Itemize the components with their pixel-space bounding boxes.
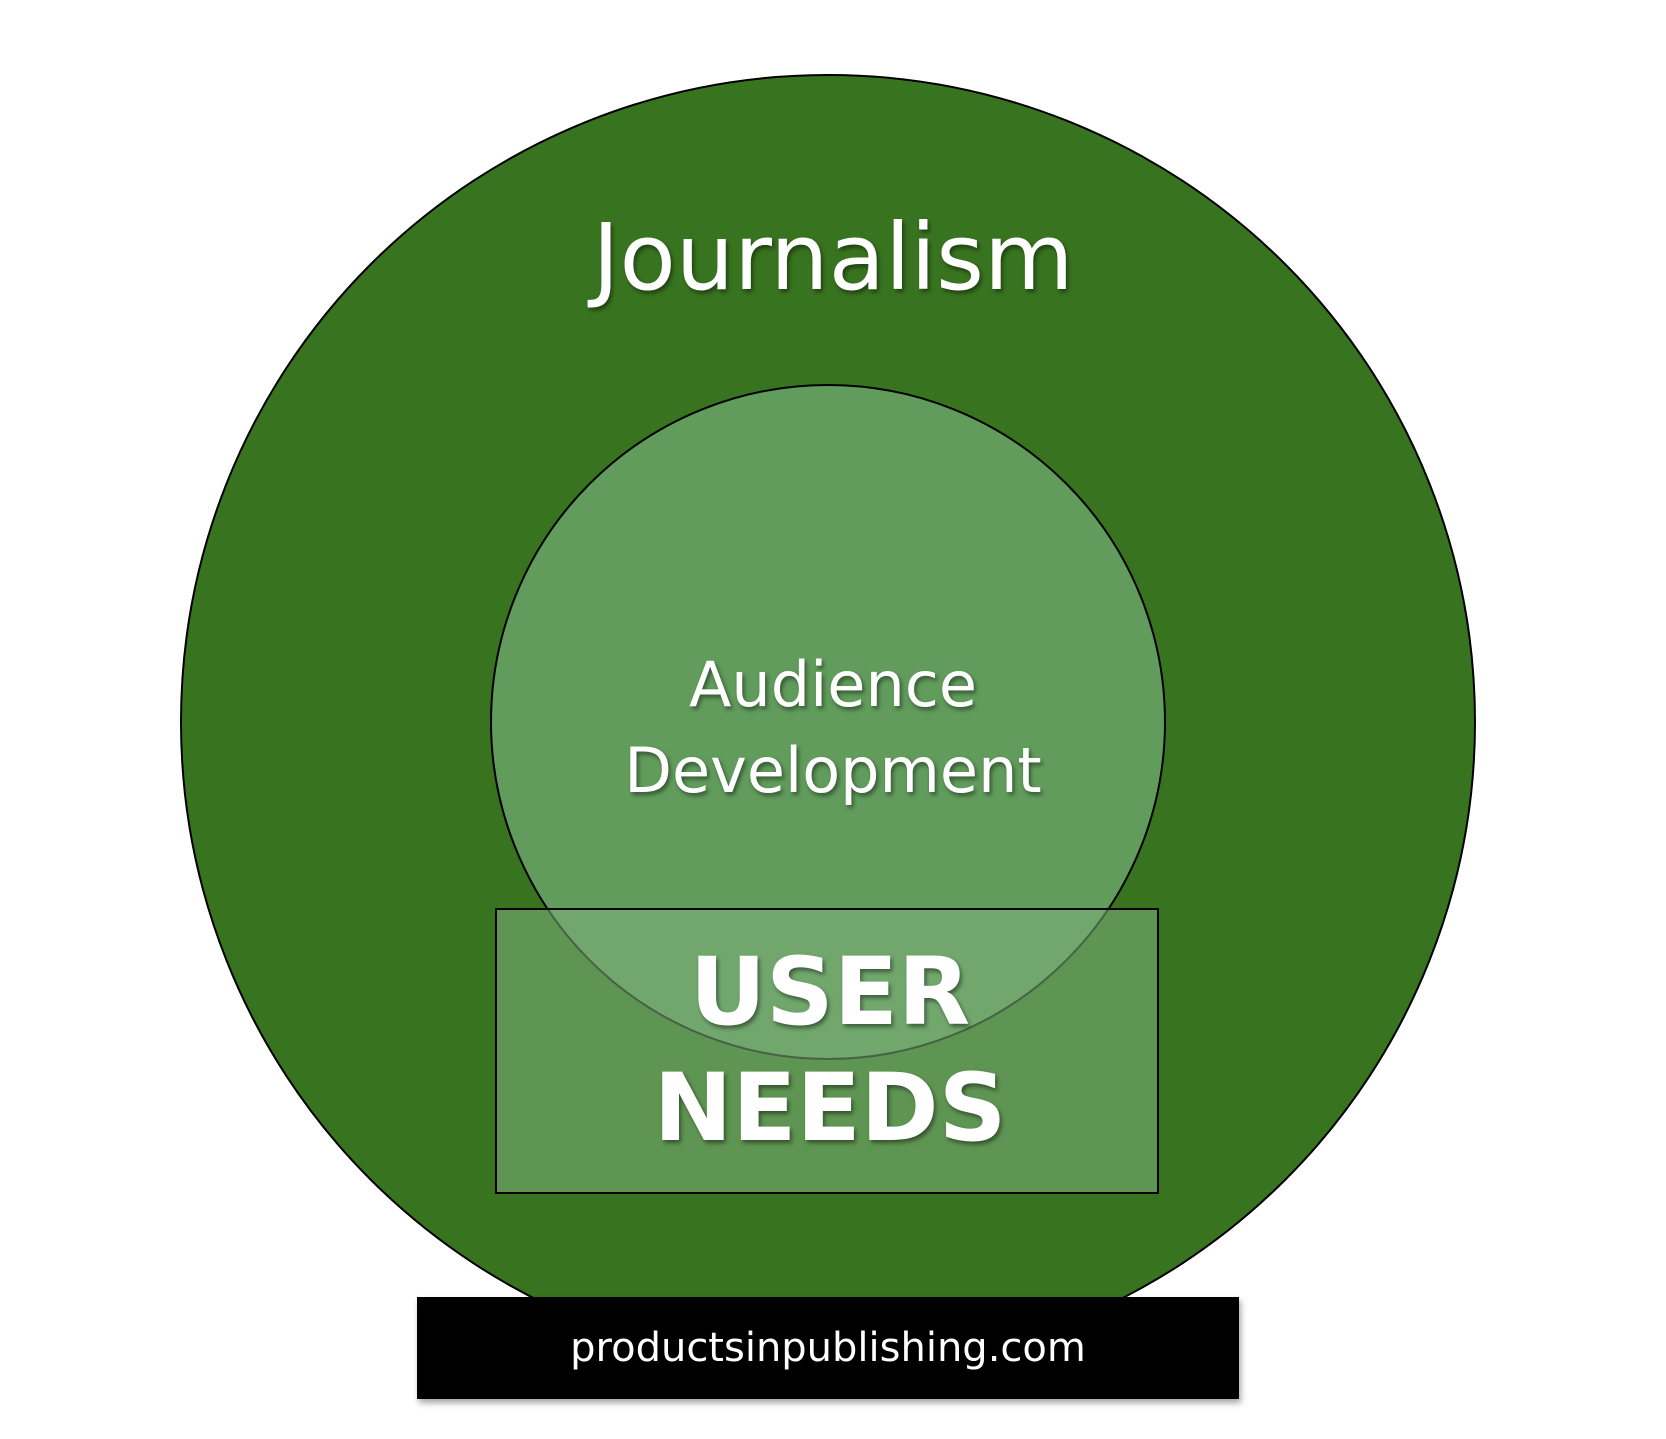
footer-bar: [417, 1297, 1239, 1399]
audience-development-label: Audience Development: [533, 642, 1133, 814]
audience-development-label-line: Development: [624, 734, 1042, 807]
journalism-label: Journalism: [592, 204, 1074, 311]
user-needs-label-line: USER: [689, 938, 971, 1047]
footer-url-text[interactable]: productsinpublishing.com: [570, 1325, 1086, 1371]
user-needs-box: [495, 908, 1159, 1194]
audience-development-label-line: Audience: [689, 648, 977, 721]
user-needs-label-line: NEEDS: [653, 1054, 1007, 1163]
user-needs-label: USER NEEDS: [497, 935, 1163, 1167]
